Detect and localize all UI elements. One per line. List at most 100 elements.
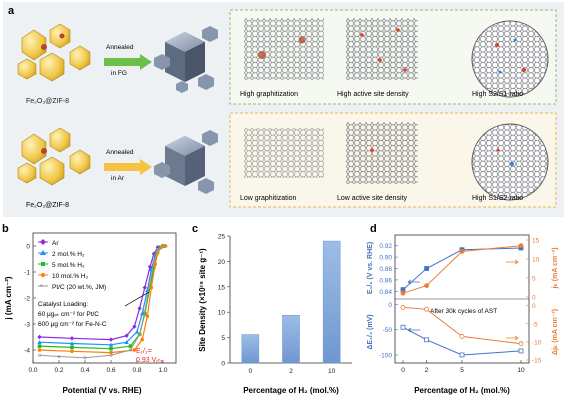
b-xtick-label: 0.6 <box>106 367 115 374</box>
panel-c-ylabel: Site Density (×10¹⁹ site g⁻¹) <box>198 248 207 352</box>
ast-annotation: After 30k cycles of AST <box>430 308 497 315</box>
legend-ar: Ar <box>38 239 59 247</box>
d-bot-left-line <box>402 326 522 356</box>
hex-lattice-circle-row2 <box>471 123 549 201</box>
d-top-ltick-label: 0.86 <box>379 277 392 284</box>
b-point <box>142 285 147 290</box>
b-point <box>109 350 113 355</box>
c-ytick-label: 20 <box>218 259 226 266</box>
b-ytick-label: -4 <box>24 348 30 355</box>
d-top-left-arrow <box>407 279 420 285</box>
d-top-ltick-label: 0.92 <box>379 243 392 250</box>
b-point <box>69 336 75 341</box>
panel-d-ticks: 0.840.860.880.900.92051015-100-500-15-10… <box>379 238 542 375</box>
panel-d-xlabel: Percentage of H₂ (mol.%) <box>414 386 510 395</box>
d-top-right-line <box>402 245 522 294</box>
graphitized-layers-row1 <box>244 18 324 80</box>
d-xtick-label: 5 <box>460 367 464 374</box>
c-ytick-label: 25 <box>218 234 226 241</box>
c-ytick-label: 10 <box>218 310 226 317</box>
e12-value: 0.93 Vᵣₕₑ <box>136 357 164 364</box>
legend-ptc-text: Pt/C (20 wt.%, JM) <box>52 284 106 291</box>
anneal-label-fg-line1: Annealed <box>106 44 134 51</box>
active-site-sheet-row2 <box>346 122 418 184</box>
e12-label: E₁/₂= <box>136 348 152 355</box>
row-fg: Fe₂O₃@ZIF-8 Annealed in FG <box>17 9 557 105</box>
d-bot-left-point <box>459 352 465 358</box>
c-xtick-label: 10 <box>328 368 336 375</box>
caption-row1-2: High active site density <box>337 91 409 98</box>
fe2o3-zif8-crystals-row2 <box>17 127 91 186</box>
b-point <box>128 344 133 348</box>
d-bot-left-point <box>424 337 430 343</box>
d-bot-rtick-label: -10 <box>532 339 542 346</box>
b-point <box>69 341 75 346</box>
b-point <box>138 332 142 336</box>
panel-c-label: c <box>192 223 198 235</box>
row-ar: Fe₂O₃@ZIF-8 Annealed in Ar <box>17 112 557 209</box>
b-point <box>143 309 147 313</box>
d-top-right-point <box>424 283 430 289</box>
b-point <box>37 344 42 348</box>
panel-b-series <box>37 243 168 360</box>
b-point <box>161 244 165 248</box>
b-point <box>147 264 153 269</box>
legend-5: 5 mol.% H₂ <box>38 262 85 269</box>
b-point <box>83 356 87 360</box>
b-xtick-label: 0.8 <box>132 367 141 374</box>
c-xtick-label: 2 <box>289 368 293 375</box>
b-point <box>156 248 160 252</box>
d-bot-right-point <box>518 341 524 347</box>
d-bot-ltick-label: -50 <box>383 327 393 334</box>
d-top-right-point <box>400 290 406 296</box>
panel-d-series <box>400 243 524 358</box>
panel-b-ylabel: j (mA cm⁻²) <box>4 276 13 320</box>
legend-ar-text: Ar <box>52 240 59 247</box>
d-bot-ltick-label: 0 <box>388 302 392 309</box>
caption-row1-1: High graphitization <box>240 91 298 98</box>
b-point <box>132 324 137 329</box>
legend-10: 10 mol.% H₂ <box>38 273 89 280</box>
precursor-label-row1: Fe₂O₃@ZIF-8 <box>26 98 69 105</box>
c-ytick-label: 5 <box>221 335 225 342</box>
b-point <box>109 353 113 357</box>
d-top-ltick-label: 0.84 <box>379 289 392 296</box>
carbonized-cube-row2 <box>154 130 218 194</box>
anneal-arrow-ar: Annealed in Ar <box>104 149 152 182</box>
d-bot-ltick-label: -100 <box>379 352 392 359</box>
panel-c-xlabel: Percentage of H₂ (mol.%) <box>243 386 339 395</box>
panel-d-top-ylabel-left: E₁/₂ (V vs. RHE) <box>367 242 374 294</box>
b-point <box>143 311 147 316</box>
b-point <box>152 265 156 269</box>
b-point <box>148 280 152 284</box>
b-xtick-label: 0.4 <box>80 367 89 374</box>
b-point <box>109 346 113 351</box>
d-bot-left-point <box>518 348 524 354</box>
d-xtick-label: 0 <box>401 367 405 374</box>
c-bar-10 <box>322 240 341 364</box>
anneal-label-ar-line1: Annealed <box>106 149 134 156</box>
d-xtick-label: 10 <box>517 367 525 374</box>
hex-lattice-circle-row1 <box>471 20 549 98</box>
legend-2: 2 mol.% H₂ <box>38 250 85 258</box>
d-top-rtick-label: 0 <box>532 295 536 302</box>
active-site-sheet-row1 <box>346 18 418 80</box>
panel-b-label: b <box>2 223 9 235</box>
b-point <box>132 348 137 352</box>
d-top-left-line <box>402 247 522 290</box>
carbonized-cube-row1 <box>154 26 218 93</box>
caption-row2-1: Low graphitization <box>240 195 297 202</box>
b-point <box>37 334 42 340</box>
loading-title: Catalyst Loading: <box>38 301 88 308</box>
c-bar-2 <box>282 314 300 364</box>
c-ytick-label: 0 <box>221 361 225 368</box>
d-bot-right-arrow <box>506 335 519 341</box>
legend-ptc: * Pt/C (20 wt.%, JM) <box>38 284 106 291</box>
anneal-label-ar-line2: in Ar <box>111 175 125 182</box>
anneal-arrow-fg: Annealed in FG <box>104 44 152 77</box>
d-top-rtick-label: 5 <box>532 276 536 283</box>
loading-line-1: 60 μgₚₜ cm⁻² for Pt/C <box>38 311 99 318</box>
d-bot-rtick-label: -5 <box>532 321 538 328</box>
